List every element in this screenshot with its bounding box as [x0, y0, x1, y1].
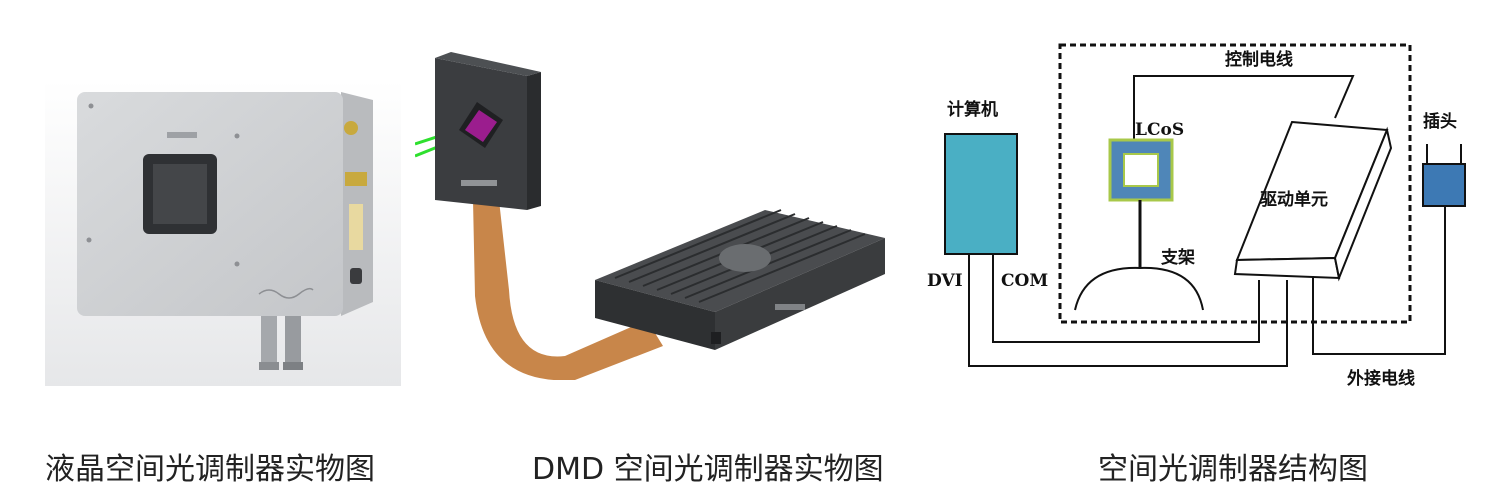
- control-line-label: 控制电线: [1225, 49, 1293, 70]
- dvi-label: DVI: [927, 271, 963, 291]
- external-cable: [1312, 206, 1446, 355]
- caption-lcos-photo: 液晶空间光调制器实物图: [45, 452, 375, 487]
- dmd-driver-board: [595, 209, 885, 350]
- com-cable: [992, 254, 1260, 343]
- stand-label: 支架: [1161, 247, 1195, 268]
- plug-label: 插头: [1423, 111, 1457, 132]
- dvi-cable: [968, 254, 1288, 367]
- dmd-slm-photo: [415, 52, 885, 380]
- driver-unit-label: 驱动单元: [1260, 189, 1328, 210]
- stand-base: [1074, 266, 1204, 311]
- caption-structure: 空间光调制器结构图: [1098, 452, 1368, 487]
- computer-box: [944, 133, 1018, 255]
- caption-dmd-photo: DMD 空间光调制器实物图: [532, 452, 884, 487]
- com-label: COM: [1001, 271, 1048, 291]
- lcos-label: LCoS: [1135, 120, 1184, 140]
- computer-label: 计算机: [947, 99, 998, 120]
- lcos-slm-photo: [45, 80, 401, 386]
- plug-box: [1422, 163, 1466, 207]
- dmd-head: [435, 52, 541, 210]
- driver-unit: [1233, 120, 1393, 282]
- control-line: [1133, 75, 1355, 140]
- slm-structure-diagram: 控制电线 计算机 LCoS 支架 驱动单元 插头 DVI COM 外接电线: [927, 43, 1466, 389]
- ribbon-cable: [473, 200, 663, 380]
- dmd-chip: [465, 110, 497, 142]
- external-line-label: 外接电线: [1347, 368, 1415, 389]
- slm-enclosure: [1058, 43, 1412, 324]
